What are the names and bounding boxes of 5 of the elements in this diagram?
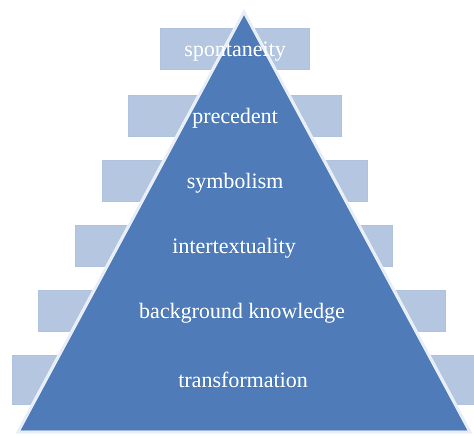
level-label: background knowledge xyxy=(139,298,345,324)
level-label: transformation xyxy=(178,367,308,393)
level-label: precedent xyxy=(192,103,278,129)
level-label: intertextuality xyxy=(172,233,296,259)
level-label: symbolism xyxy=(186,168,284,194)
